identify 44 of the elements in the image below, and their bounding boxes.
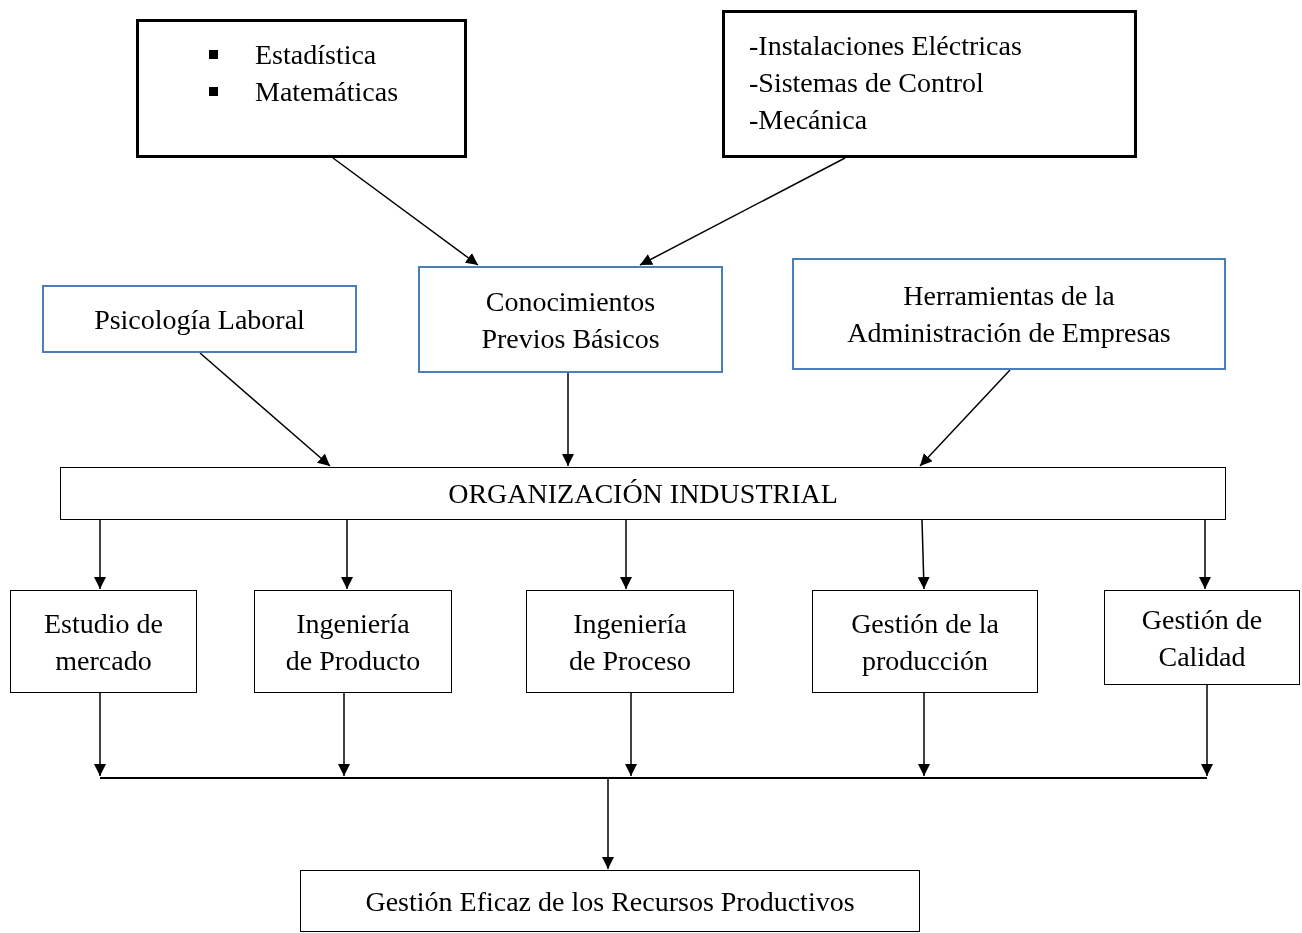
topic-box bbox=[722, 10, 1137, 158]
box-label: Ingeniería de Proceso bbox=[567, 606, 693, 678]
concept-box bbox=[254, 590, 452, 693]
concept-box bbox=[60, 467, 1226, 520]
box-label: Gestión de la producción bbox=[850, 606, 1000, 678]
arrow bbox=[338, 692, 350, 777]
box-label: Conocimientos Previos Básicos bbox=[480, 284, 661, 356]
arrow bbox=[639, 157, 846, 266]
list-item: -Instalaciones Eléctricas bbox=[749, 29, 1022, 63]
arrow bbox=[1199, 519, 1211, 590]
box-label: ORGANIZACIÓN INDUSTRIAL bbox=[448, 477, 838, 511]
arrow bbox=[94, 519, 106, 590]
box-label: Gestión de Calidad bbox=[1140, 602, 1264, 674]
junction-line bbox=[100, 777, 1207, 779]
list-item: Estadística bbox=[255, 38, 377, 72]
concept-box bbox=[526, 590, 734, 693]
box-label: Ingeniería de Producto bbox=[285, 606, 421, 678]
concept-box bbox=[1104, 590, 1300, 685]
list-item: -Sistemas de Control bbox=[749, 66, 984, 100]
list-item: -Mecánica bbox=[749, 103, 868, 137]
concept-box bbox=[300, 870, 920, 932]
arrow bbox=[1201, 684, 1213, 777]
concept-box bbox=[42, 285, 357, 353]
box-label: Gestión Eficaz de los Recursos Productivos bbox=[365, 884, 855, 919]
list-item: Matemáticas bbox=[255, 75, 399, 109]
arrow bbox=[625, 692, 637, 777]
box-label: Herramientas de la Administración de Empresas bbox=[846, 279, 1172, 350]
arrow bbox=[199, 352, 331, 467]
arrow bbox=[94, 692, 106, 777]
concept-box bbox=[812, 590, 1038, 693]
arrow bbox=[919, 369, 1011, 467]
concept-box bbox=[418, 266, 723, 373]
arrow bbox=[620, 519, 632, 590]
arrow bbox=[562, 372, 574, 467]
box-label: Estudio de mercado bbox=[43, 606, 164, 678]
arrow bbox=[917, 519, 930, 590]
arrow bbox=[602, 778, 614, 870]
box-label: Psicología Laboral bbox=[94, 302, 305, 337]
arrow bbox=[341, 519, 353, 590]
arrow bbox=[918, 692, 930, 777]
topic-box bbox=[136, 19, 467, 158]
concept-box bbox=[792, 258, 1226, 370]
arrow bbox=[332, 157, 479, 266]
concept-box bbox=[10, 590, 197, 693]
